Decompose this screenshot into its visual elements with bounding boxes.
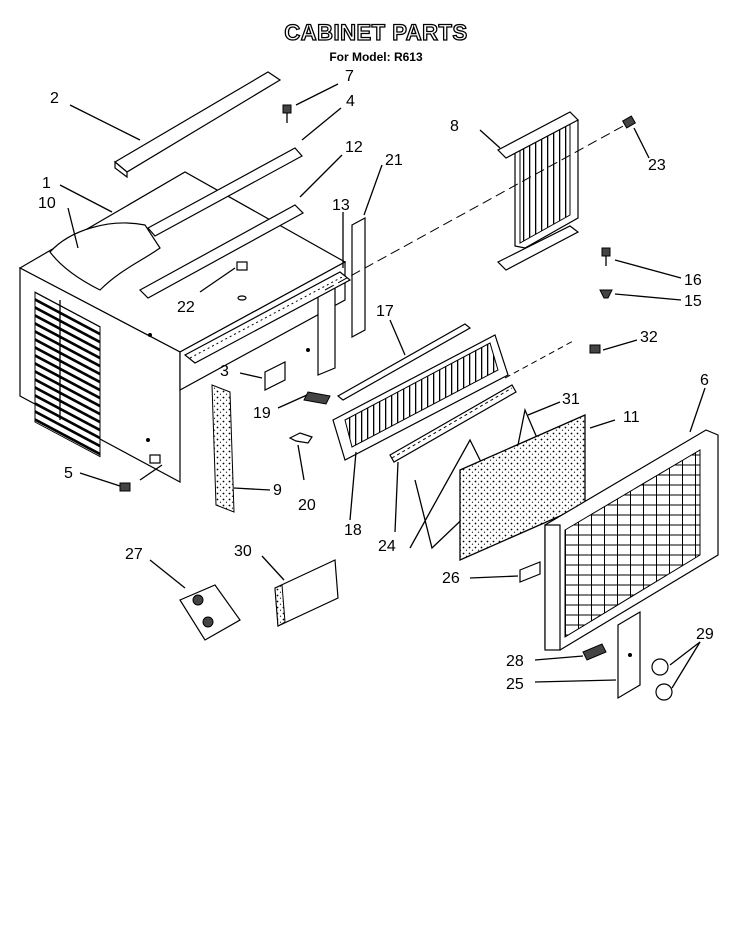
- callout-5: 5: [64, 465, 73, 482]
- part-19-clip: [303, 391, 331, 405]
- part-2-top-rail: [113, 71, 282, 179]
- part-9-filter-strip: [211, 384, 235, 513]
- callout-31: 31: [562, 391, 580, 408]
- callout-24: 24: [378, 538, 396, 555]
- callout-26: 26: [442, 570, 460, 587]
- part-22-plug-icon: [236, 261, 248, 301]
- callout-6: 6: [700, 372, 709, 389]
- part-23-screw-icon: [621, 115, 637, 129]
- callout-labels: 2 1 10 7 4 12 21 13 8 23 16 15 32 17 6 3…: [38, 68, 714, 693]
- part-31-wire-frame: [409, 407, 541, 550]
- callout-16: 16: [684, 272, 702, 289]
- part-28-switch: [582, 643, 607, 661]
- callout-21: 21: [385, 152, 403, 169]
- callout-19: 19: [253, 405, 271, 422]
- callout-12: 12: [345, 139, 363, 156]
- part-24-strip: [389, 384, 517, 463]
- callout-30: 30: [234, 543, 252, 560]
- part-12-rail: [139, 204, 304, 299]
- callout-10: 10: [38, 195, 56, 212]
- part-3-bracket: [264, 361, 286, 391]
- callout-4: 4: [346, 93, 355, 110]
- part-26-bracket: [519, 561, 541, 583]
- callout-8: 8: [450, 118, 459, 135]
- callout-32: 32: [640, 329, 658, 346]
- part-10-top-insulation: [49, 222, 161, 291]
- part-30-plate: [274, 559, 339, 627]
- callout-25: 25: [506, 676, 524, 693]
- callout-1: 1: [42, 175, 51, 192]
- part-29-knob-icon: [651, 658, 673, 701]
- callout-11: 11: [623, 409, 640, 426]
- part-27-motor-mount: [179, 584, 241, 641]
- part-21-vertical-bar: [351, 216, 366, 339]
- diagram-title: CABINET PARTS: [284, 19, 468, 45]
- part-15-washer-icon: [599, 289, 613, 299]
- callout-9: 9: [273, 482, 282, 499]
- callout-13: 13: [332, 197, 350, 214]
- part-4-rail: [147, 147, 303, 237]
- part-32-screw-icon: [589, 344, 601, 354]
- callout-29: 29: [696, 626, 714, 643]
- callout-28: 28: [506, 653, 524, 670]
- part-8-condenser-coil: [496, 111, 580, 271]
- part-18-shroud-frame: [332, 334, 509, 461]
- callout-27: 27: [125, 546, 143, 563]
- part-6-front-grille: [544, 429, 719, 651]
- callout-22: 22: [177, 299, 195, 316]
- part-20-clip: [288, 432, 313, 444]
- callout-23: 23: [648, 157, 666, 174]
- callout-15: 15: [684, 293, 702, 310]
- callout-18: 18: [344, 522, 362, 539]
- callout-20: 20: [298, 497, 316, 514]
- part-16-screw-icon: [601, 247, 611, 266]
- part-13-front-rail: [183, 271, 352, 364]
- part-17-shroud-bar: [336, 323, 472, 401]
- leader-lines: [59, 83, 706, 689]
- callout-7: 7: [345, 68, 354, 85]
- part-5-screw-icon: [119, 482, 131, 492]
- callout-2: 2: [50, 90, 59, 107]
- part-7-screw-icon: [282, 104, 292, 123]
- callout-17: 17: [376, 303, 394, 320]
- diagram-subtitle: For Model: R613: [329, 50, 423, 64]
- part-25-control-panel: [617, 610, 641, 700]
- callout-3: 3: [220, 363, 229, 380]
